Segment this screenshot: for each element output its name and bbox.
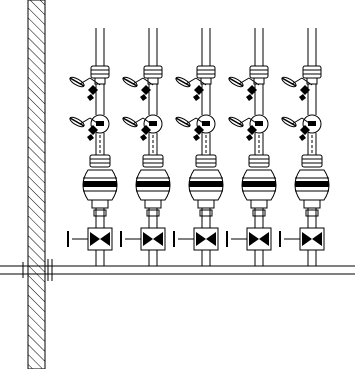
union-fitting bbox=[195, 154, 217, 168]
gate-valve-lower-icon bbox=[69, 116, 101, 141]
filter-housing-icon bbox=[82, 169, 118, 209]
riser-1 bbox=[67, 28, 118, 267]
horizontal-gate-valve-icon bbox=[226, 227, 272, 267]
gate-valve-lower-icon bbox=[228, 116, 260, 141]
filter-housing-icon bbox=[135, 169, 171, 209]
union-fitting bbox=[248, 154, 270, 168]
gate-valve-lower-icon bbox=[122, 116, 154, 141]
union-fitting bbox=[302, 65, 322, 85]
water-meter-icon bbox=[196, 108, 216, 134]
horizontal-gate-valve-icon bbox=[279, 227, 325, 267]
filter-housing-icon bbox=[294, 169, 330, 209]
union-fitting bbox=[89, 154, 111, 168]
filter-housing-icon bbox=[188, 169, 224, 209]
horizontal-gate-valve-icon bbox=[173, 227, 219, 267]
horizontal-gate-valve-icon bbox=[67, 227, 113, 267]
main-supply-pipe bbox=[0, 259, 355, 281]
gate-valve-upper-icon bbox=[228, 76, 260, 101]
riser-4 bbox=[226, 28, 277, 267]
riser-pipe bbox=[254, 28, 264, 66]
water-meter-icon bbox=[302, 108, 322, 134]
filter-housing-icon bbox=[241, 169, 277, 209]
riser-3 bbox=[173, 28, 224, 267]
union-fitting bbox=[143, 65, 163, 85]
water-meter-icon bbox=[143, 108, 163, 134]
wall bbox=[27, 0, 46, 369]
water-meter-icon bbox=[249, 108, 269, 134]
gate-valve-lower-icon bbox=[281, 116, 313, 141]
risers-group bbox=[67, 28, 330, 267]
union-fitting bbox=[301, 154, 323, 168]
union-fitting bbox=[249, 65, 269, 85]
water-meter-icon bbox=[90, 108, 110, 134]
riser-pipe bbox=[148, 28, 158, 66]
riser-pipe bbox=[307, 28, 317, 66]
gate-valve-lower-icon bbox=[175, 116, 207, 141]
horizontal-gate-valve-icon bbox=[120, 227, 166, 267]
union-fitting bbox=[90, 65, 110, 85]
riser-pipe bbox=[201, 28, 211, 66]
union-fitting bbox=[196, 65, 216, 85]
union-fitting bbox=[142, 154, 164, 168]
riser-2 bbox=[120, 28, 171, 267]
riser-pipe bbox=[95, 28, 105, 66]
riser-5 bbox=[279, 28, 330, 267]
